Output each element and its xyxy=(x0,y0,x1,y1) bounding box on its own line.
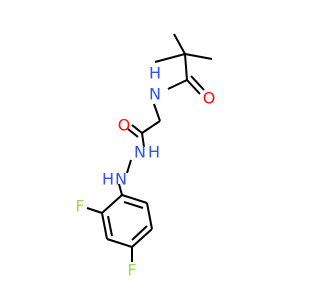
bond-methylene-carbonyl xyxy=(141,120,161,134)
bond-tertbutyl-carbonyl xyxy=(184,53,188,81)
bond-hydrazine xyxy=(126,159,132,174)
canvas-background xyxy=(0,0,300,300)
bond-carbonyl-oxygen-a xyxy=(186,79,201,95)
bond-methyl-left xyxy=(154,53,186,63)
atom-nitrogen-hydrazide: N xyxy=(134,143,146,162)
bond-ring-6 xyxy=(121,194,148,204)
bond-glycyl-oxygen-b xyxy=(127,128,139,138)
bond-glycyl-oxygen-a xyxy=(131,124,143,134)
bond-amide-n-methylene xyxy=(153,103,161,122)
bond-ring-3 xyxy=(106,238,133,248)
bond-methyl-top xyxy=(173,33,186,55)
atom-nitrogen-aryl: N xyxy=(115,170,127,189)
atom-hydrogen-amide: H xyxy=(149,64,161,83)
atom-fluorine-para: F xyxy=(127,261,136,280)
bond-carbonyl-oxygen-b xyxy=(190,75,205,91)
bond-carbonyl-amide-n xyxy=(167,79,188,90)
atom-hydrogen-aryl: H xyxy=(102,170,114,189)
bond-ring-2-inner xyxy=(107,215,113,237)
bonds xyxy=(86,33,213,262)
bond-ring-6-inner xyxy=(123,201,144,209)
atom-fluorine-ortho: F xyxy=(75,197,84,216)
bond-ring-4 xyxy=(131,228,153,248)
atom-hydrogen-hydrazide: H xyxy=(148,143,160,162)
bond-ring-4-inner xyxy=(131,225,148,241)
bond-ring-2 xyxy=(101,212,108,240)
molecule-structure: O N H O N H N H F F xyxy=(0,0,300,300)
bond-ortho-fluorine xyxy=(86,207,103,214)
bond-ring-1 xyxy=(101,194,123,214)
bond-aryl-n-ring xyxy=(118,183,123,196)
atom-labels: O N H O N H N H F F xyxy=(75,64,215,280)
atom-oxygen-glycyl: O xyxy=(118,116,131,135)
bond-ring-5 xyxy=(146,202,153,230)
atom-oxygen-pivaloyl: O xyxy=(203,89,216,108)
bond-glycyl-carbonyl-n xyxy=(141,132,145,148)
atom-nitrogen-amide: N xyxy=(149,85,161,104)
bond-methyl-right xyxy=(184,53,213,60)
